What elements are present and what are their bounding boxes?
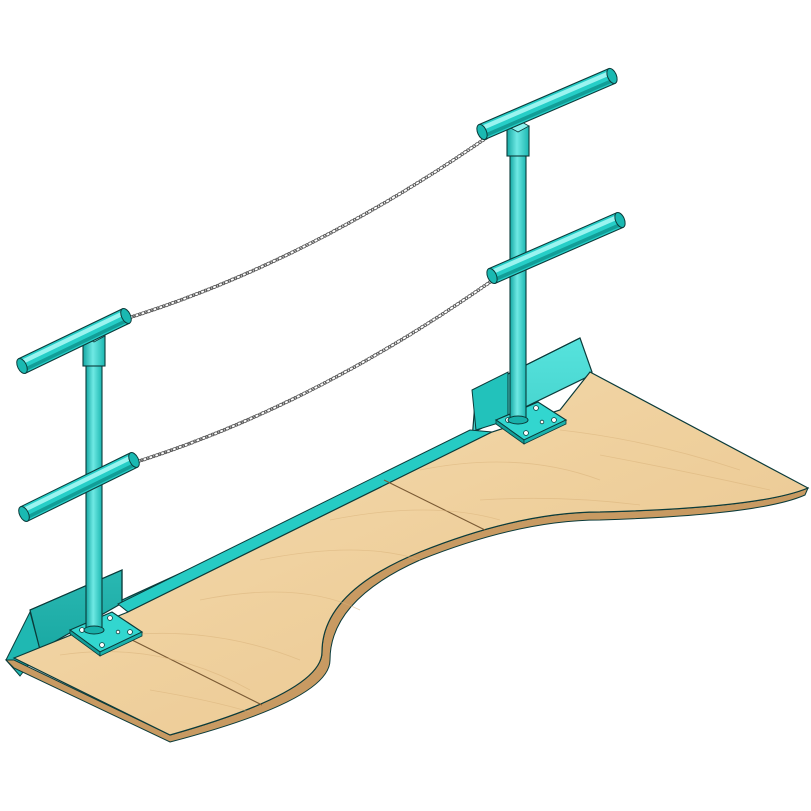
- right-post: [506, 119, 530, 425]
- right-top-rail: [476, 67, 618, 141]
- handrails: [16, 67, 626, 522]
- right-base-plate: [494, 401, 568, 445]
- upper-chain: [126, 136, 488, 320]
- right-mid-rail: [486, 211, 626, 285]
- safety-chains: [126, 136, 492, 464]
- left-mid-rail: [18, 452, 140, 522]
- left-base-plate: [68, 611, 144, 657]
- deck-seam-left: [127, 637, 263, 706]
- deck-top-surface: [12, 371, 810, 736]
- left-top-rail: [16, 308, 132, 374]
- deck-seam-right: [383, 479, 486, 531]
- lower-chain: [134, 280, 492, 464]
- plywood-deck: [4, 371, 810, 743]
